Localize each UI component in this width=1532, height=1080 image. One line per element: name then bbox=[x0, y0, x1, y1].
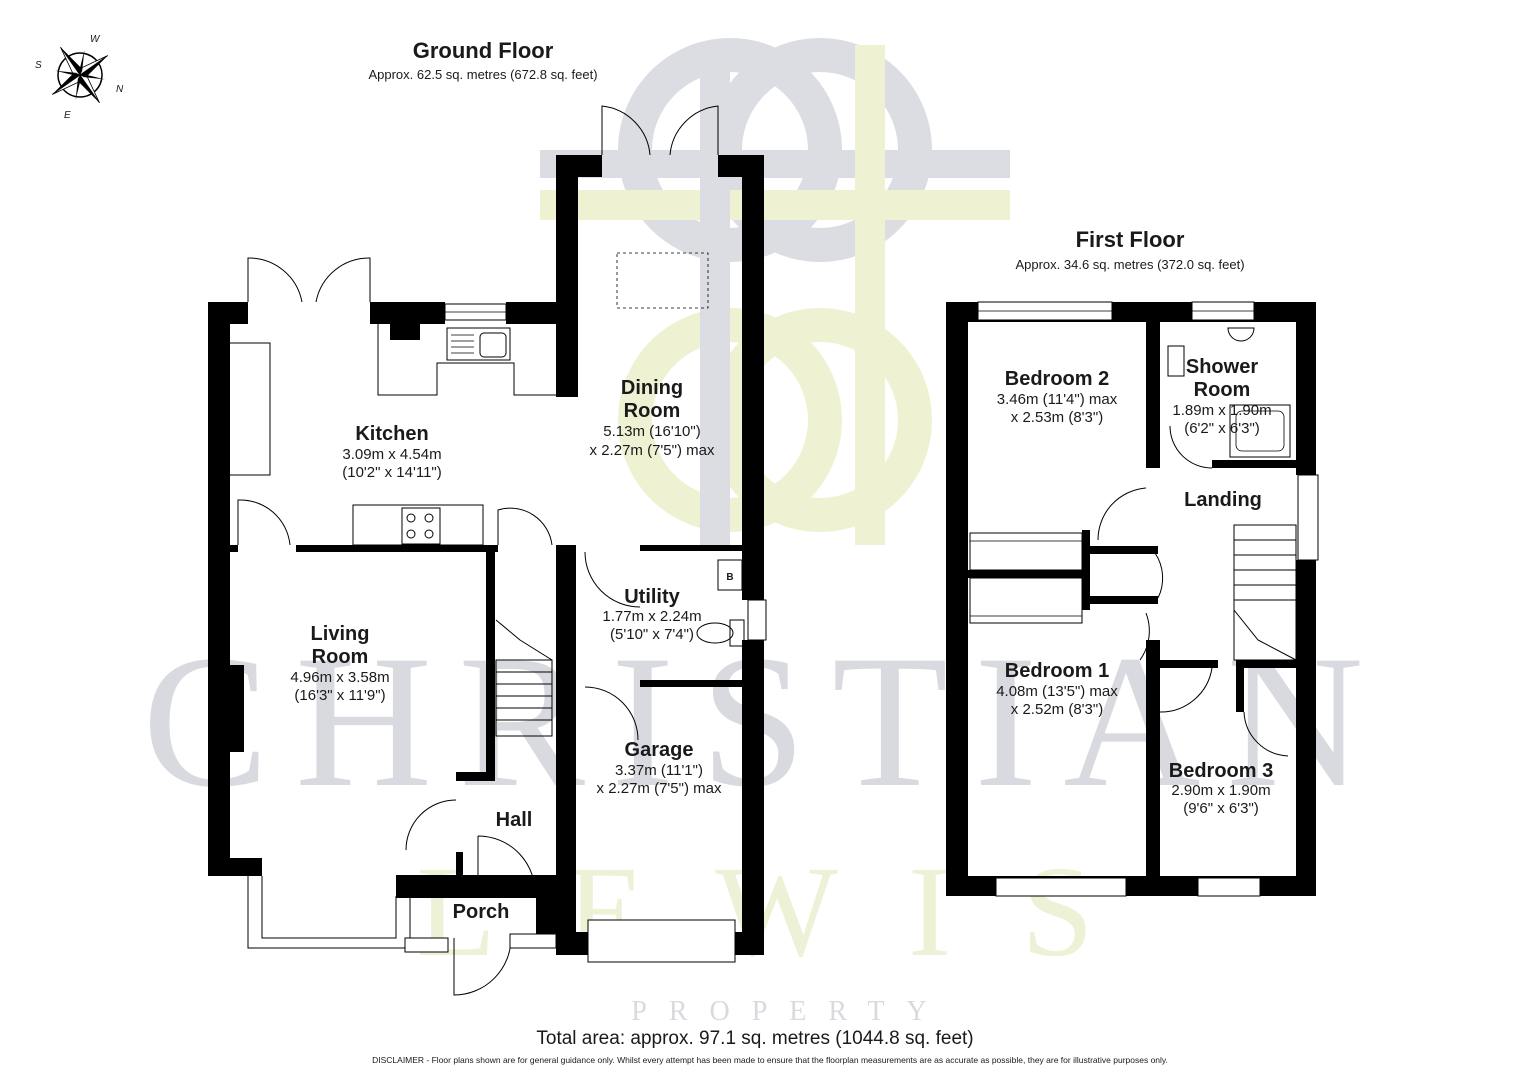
landing-name: Landing bbox=[1184, 489, 1262, 511]
utility-dim-metric: 1.77m x 2.24m bbox=[602, 608, 701, 625]
living-dim-imperial: (16'3" x 11'9") bbox=[294, 687, 385, 704]
room-garage: Garage 3.37m (11'1") x 2.27m (7'5") max bbox=[597, 739, 722, 797]
kitchen-dim-imperial: (10'2" x 14'11") bbox=[342, 464, 442, 481]
hall-name: Hall bbox=[496, 809, 533, 831]
room-shower: Shower Room 1.89m x 1.90m (6'2" x 6'3") bbox=[1172, 356, 1271, 437]
compass-rose-icon bbox=[51, 46, 109, 104]
compass-e: E bbox=[64, 110, 71, 121]
ground-floor-plan: B bbox=[208, 105, 767, 996]
bedroom3-dim-metric: 2.90m x 1.90m bbox=[1171, 782, 1270, 799]
kitchen-name: Kitchen bbox=[355, 423, 428, 445]
watermark-line3: PROPERTY bbox=[631, 996, 948, 1027]
compass-n: N bbox=[116, 84, 124, 95]
utility-name: Utility bbox=[624, 586, 680, 608]
shower-name-line2: Room bbox=[1194, 379, 1251, 401]
shower-dim-imperial: (6'2" x 6'3") bbox=[1184, 420, 1260, 437]
living-name-line1: Living bbox=[311, 623, 370, 645]
bedroom1-name: Bedroom 1 bbox=[1005, 660, 1109, 682]
room-utility: Utility 1.77m x 2.24m (5'10" x 7'4") bbox=[602, 586, 701, 643]
bedroom2-dim-line2: x 2.53m (8'3") bbox=[1011, 409, 1103, 426]
porch-name: Porch bbox=[453, 901, 510, 923]
shower-dim-metric: 1.89m x 1.90m bbox=[1172, 402, 1271, 419]
room-kitchen: Kitchen 3.09m x 4.54m (10'2" x 14'11") bbox=[342, 423, 442, 481]
garage-dim-line1: 3.37m (11'1") bbox=[615, 762, 703, 779]
total-area: Total area: approx. 97.1 sq. metres (104… bbox=[536, 1028, 973, 1049]
bedroom2-dim-line1: 3.46m (11'4") max bbox=[997, 391, 1118, 408]
compass-w: W bbox=[90, 34, 101, 45]
garage-dim-line2: x 2.27m (7'5") max bbox=[597, 780, 722, 797]
first-floor-plan bbox=[946, 301, 1319, 897]
dining-dim-line1: 5.13m (16'10") bbox=[603, 423, 700, 440]
bedroom1-dim-line2: x 2.52m (8'3") bbox=[1011, 701, 1103, 718]
room-bedroom-2: Bedroom 2 3.46m (11'4") max x 2.53m (8'3… bbox=[997, 368, 1118, 426]
utility-dim-imperial: (5'10" x 7'4") bbox=[610, 626, 694, 643]
living-dim-metric: 4.96m x 3.58m bbox=[290, 669, 389, 686]
boiler-label: B bbox=[726, 572, 733, 583]
first-floor-title: First Floor bbox=[1076, 227, 1185, 252]
first-floor-area: Approx. 34.6 sq. metres (372.0 sq. feet) bbox=[1015, 257, 1244, 272]
dining-name-line2: Room bbox=[624, 400, 681, 422]
room-bedroom-1: Bedroom 1 4.08m (13'5") max x 2.52m (8'3… bbox=[996, 660, 1118, 718]
room-dining: Dining Room 5.13m (16'10") x 2.27m (7'5"… bbox=[590, 377, 715, 459]
ground-floor-title: Ground Floor bbox=[413, 38, 554, 63]
bedroom3-name: Bedroom 3 bbox=[1169, 760, 1273, 782]
room-living: Living Room 4.96m x 3.58m (16'3" x 11'9"… bbox=[290, 623, 389, 704]
dining-dim-line2: x 2.27m (7'5") max bbox=[590, 442, 715, 459]
compass-s: S bbox=[35, 60, 42, 71]
ground-floor-area: Approx. 62.5 sq. metres (672.8 sq. feet) bbox=[368, 67, 597, 82]
dining-name-line1: Dining bbox=[621, 377, 683, 399]
garage-name: Garage bbox=[625, 739, 694, 761]
shower-name-line1: Shower bbox=[1186, 356, 1258, 378]
bedroom1-dim-line1: 4.08m (13'5") max bbox=[996, 683, 1118, 700]
watermark-line2: LEWIS bbox=[416, 840, 1163, 984]
bedroom3-dim-imperial: (9'6" x 6'3") bbox=[1183, 800, 1259, 817]
living-name-line2: Room bbox=[312, 646, 369, 668]
bedroom2-name: Bedroom 2 bbox=[1005, 368, 1109, 390]
room-bedroom-3: Bedroom 3 2.90m x 1.90m (9'6" x 6'3") bbox=[1169, 760, 1273, 817]
disclaimer: DISCLAIMER - Floor plans shown are for g… bbox=[372, 1055, 1168, 1065]
kitchen-dim-metric: 3.09m x 4.54m bbox=[342, 446, 441, 463]
